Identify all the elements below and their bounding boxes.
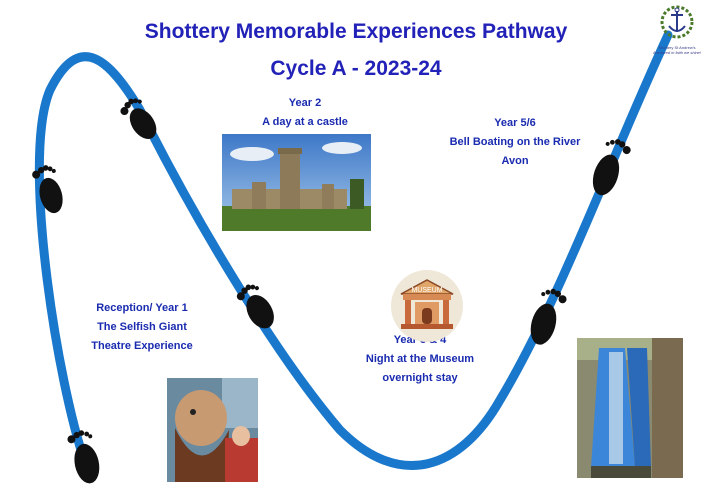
logo-school-name: Shottery St Andrew's (658, 45, 696, 50)
anchor-icon (660, 5, 694, 39)
logo-motto: Anchored in faith we shine! (652, 50, 702, 55)
castle-image (222, 134, 371, 231)
page-title: Shottery Memorable Experiences Pathway (144, 20, 568, 43)
year56-label: Year 5/6 Bell Boating on the River Avon (440, 114, 590, 171)
reception-line2: Theatre Experience (91, 340, 193, 352)
footprint-icon (530, 288, 567, 345)
year56-line1: Bell Boating on the River (449, 136, 581, 148)
year56-heading: Year 5/6 (494, 117, 536, 129)
year2-activity: A day at a castle (262, 116, 348, 128)
year34-line1: Night at the Museum (365, 353, 475, 365)
footprint-icon (236, 284, 274, 329)
reception-line1: The Selfish Giant (97, 321, 187, 333)
giant-photo (167, 378, 258, 482)
footprint-icon (592, 139, 631, 196)
year2-label: Year 2 A day at a castle (240, 94, 370, 132)
year34-label: Year 3 & 4 Night at the Museum overnight… (355, 331, 485, 388)
reception-heading: Reception/ Year 1 (96, 302, 188, 314)
footprint-icon (32, 165, 63, 214)
year2-heading: Year 2 (288, 97, 322, 109)
giant-image (167, 378, 258, 482)
school-logo: Shottery St Andrew's Anchored in faith w… (648, 2, 706, 55)
year34-line2: overnight stay (382, 372, 458, 384)
castle-photo (222, 134, 371, 231)
year56-line2: Avon (501, 155, 529, 167)
museum-sign: MUSEUM (411, 287, 443, 294)
boat-image (577, 338, 683, 478)
boat-photo (577, 338, 683, 478)
footprint-icon (120, 98, 157, 139)
museum-icon: MUSEUM (391, 270, 463, 342)
reception-label: Reception/ Year 1 The Selfish Giant Thea… (82, 299, 202, 356)
footprint-icon (67, 430, 100, 484)
page-subtitle: Cycle A - 2023-24 (270, 57, 442, 80)
